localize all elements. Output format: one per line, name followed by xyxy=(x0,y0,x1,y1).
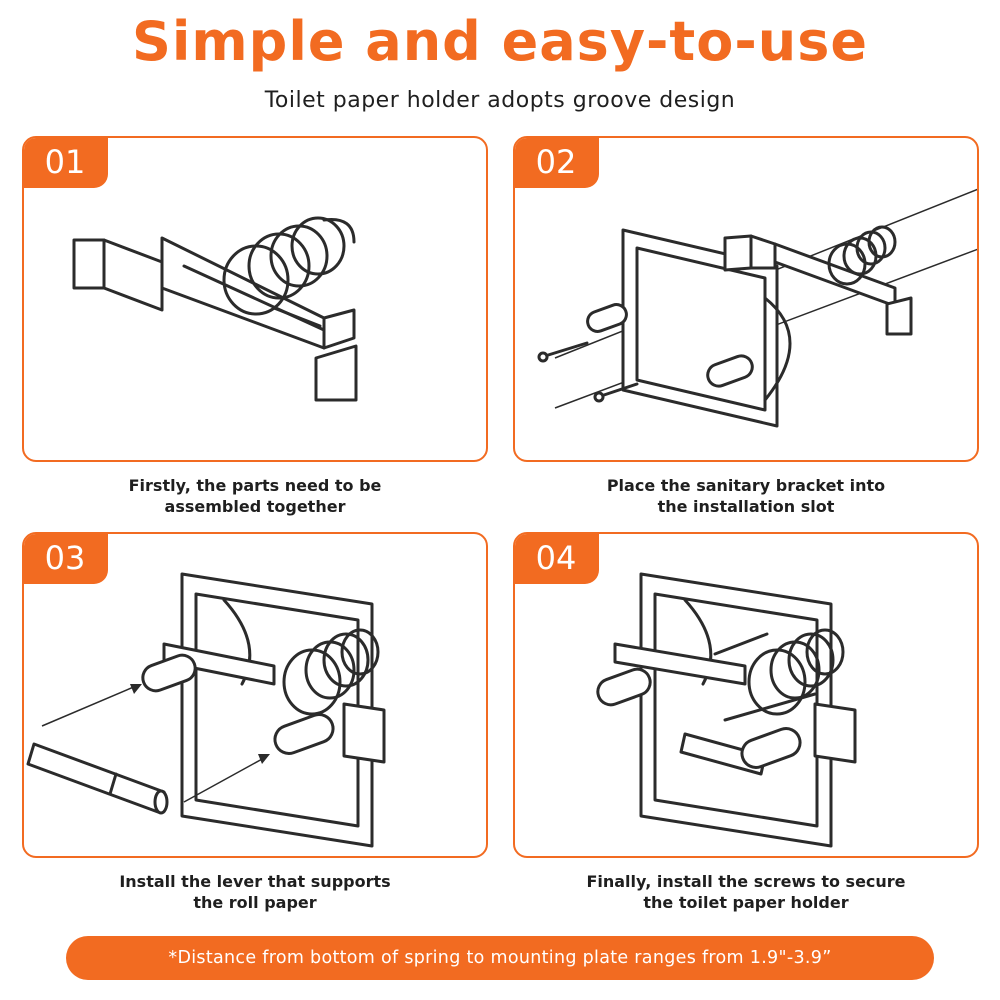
step-3-caption: Install the lever that supports the roll… xyxy=(22,871,488,913)
step-3-caption-line1: Install the lever that supports xyxy=(119,872,391,891)
page-title: Simple and easy-to-use xyxy=(132,10,868,73)
install-lever-icon xyxy=(26,572,386,848)
step-4-caption: Finally, install the screws to secure th… xyxy=(513,871,979,913)
spring-distance-note: *Distance from bottom of spring to mount… xyxy=(66,936,934,980)
bracket-into-slot-icon xyxy=(537,188,977,428)
step-4-panel: 04 xyxy=(513,532,979,858)
page-subtitle: Toilet paper holder adopts groove design xyxy=(264,88,736,113)
step-3-caption-line2: the roll paper xyxy=(193,893,317,912)
step-3-badge: 03 xyxy=(24,534,108,584)
step-1-caption-line2: assembled together xyxy=(164,497,346,516)
step-2-caption: Place the sanitary bracket into the inst… xyxy=(513,475,979,517)
spring-bracket-parts-icon xyxy=(72,216,358,402)
step-1-caption-line1: Firstly, the parts need to be xyxy=(128,476,382,495)
step-1-caption: Firstly, the parts need to be assembled … xyxy=(22,475,488,517)
step-1-panel: 01 xyxy=(22,136,488,462)
secure-screws-icon xyxy=(596,572,857,848)
step-4-caption-line1: Finally, install the screws to secure xyxy=(586,872,906,891)
step-2-badge: 02 xyxy=(515,138,599,188)
step-3-panel: 03 xyxy=(22,532,488,858)
step-2-panel: 02 xyxy=(513,136,979,462)
step-2-caption-line2: the installation slot xyxy=(657,497,835,516)
step-2-caption-line1: Place the sanitary bracket into xyxy=(606,476,886,495)
step-4-caption-line2: the toilet paper holder xyxy=(643,893,849,912)
step-1-badge: 01 xyxy=(24,138,108,188)
step-4-badge: 04 xyxy=(515,534,599,584)
